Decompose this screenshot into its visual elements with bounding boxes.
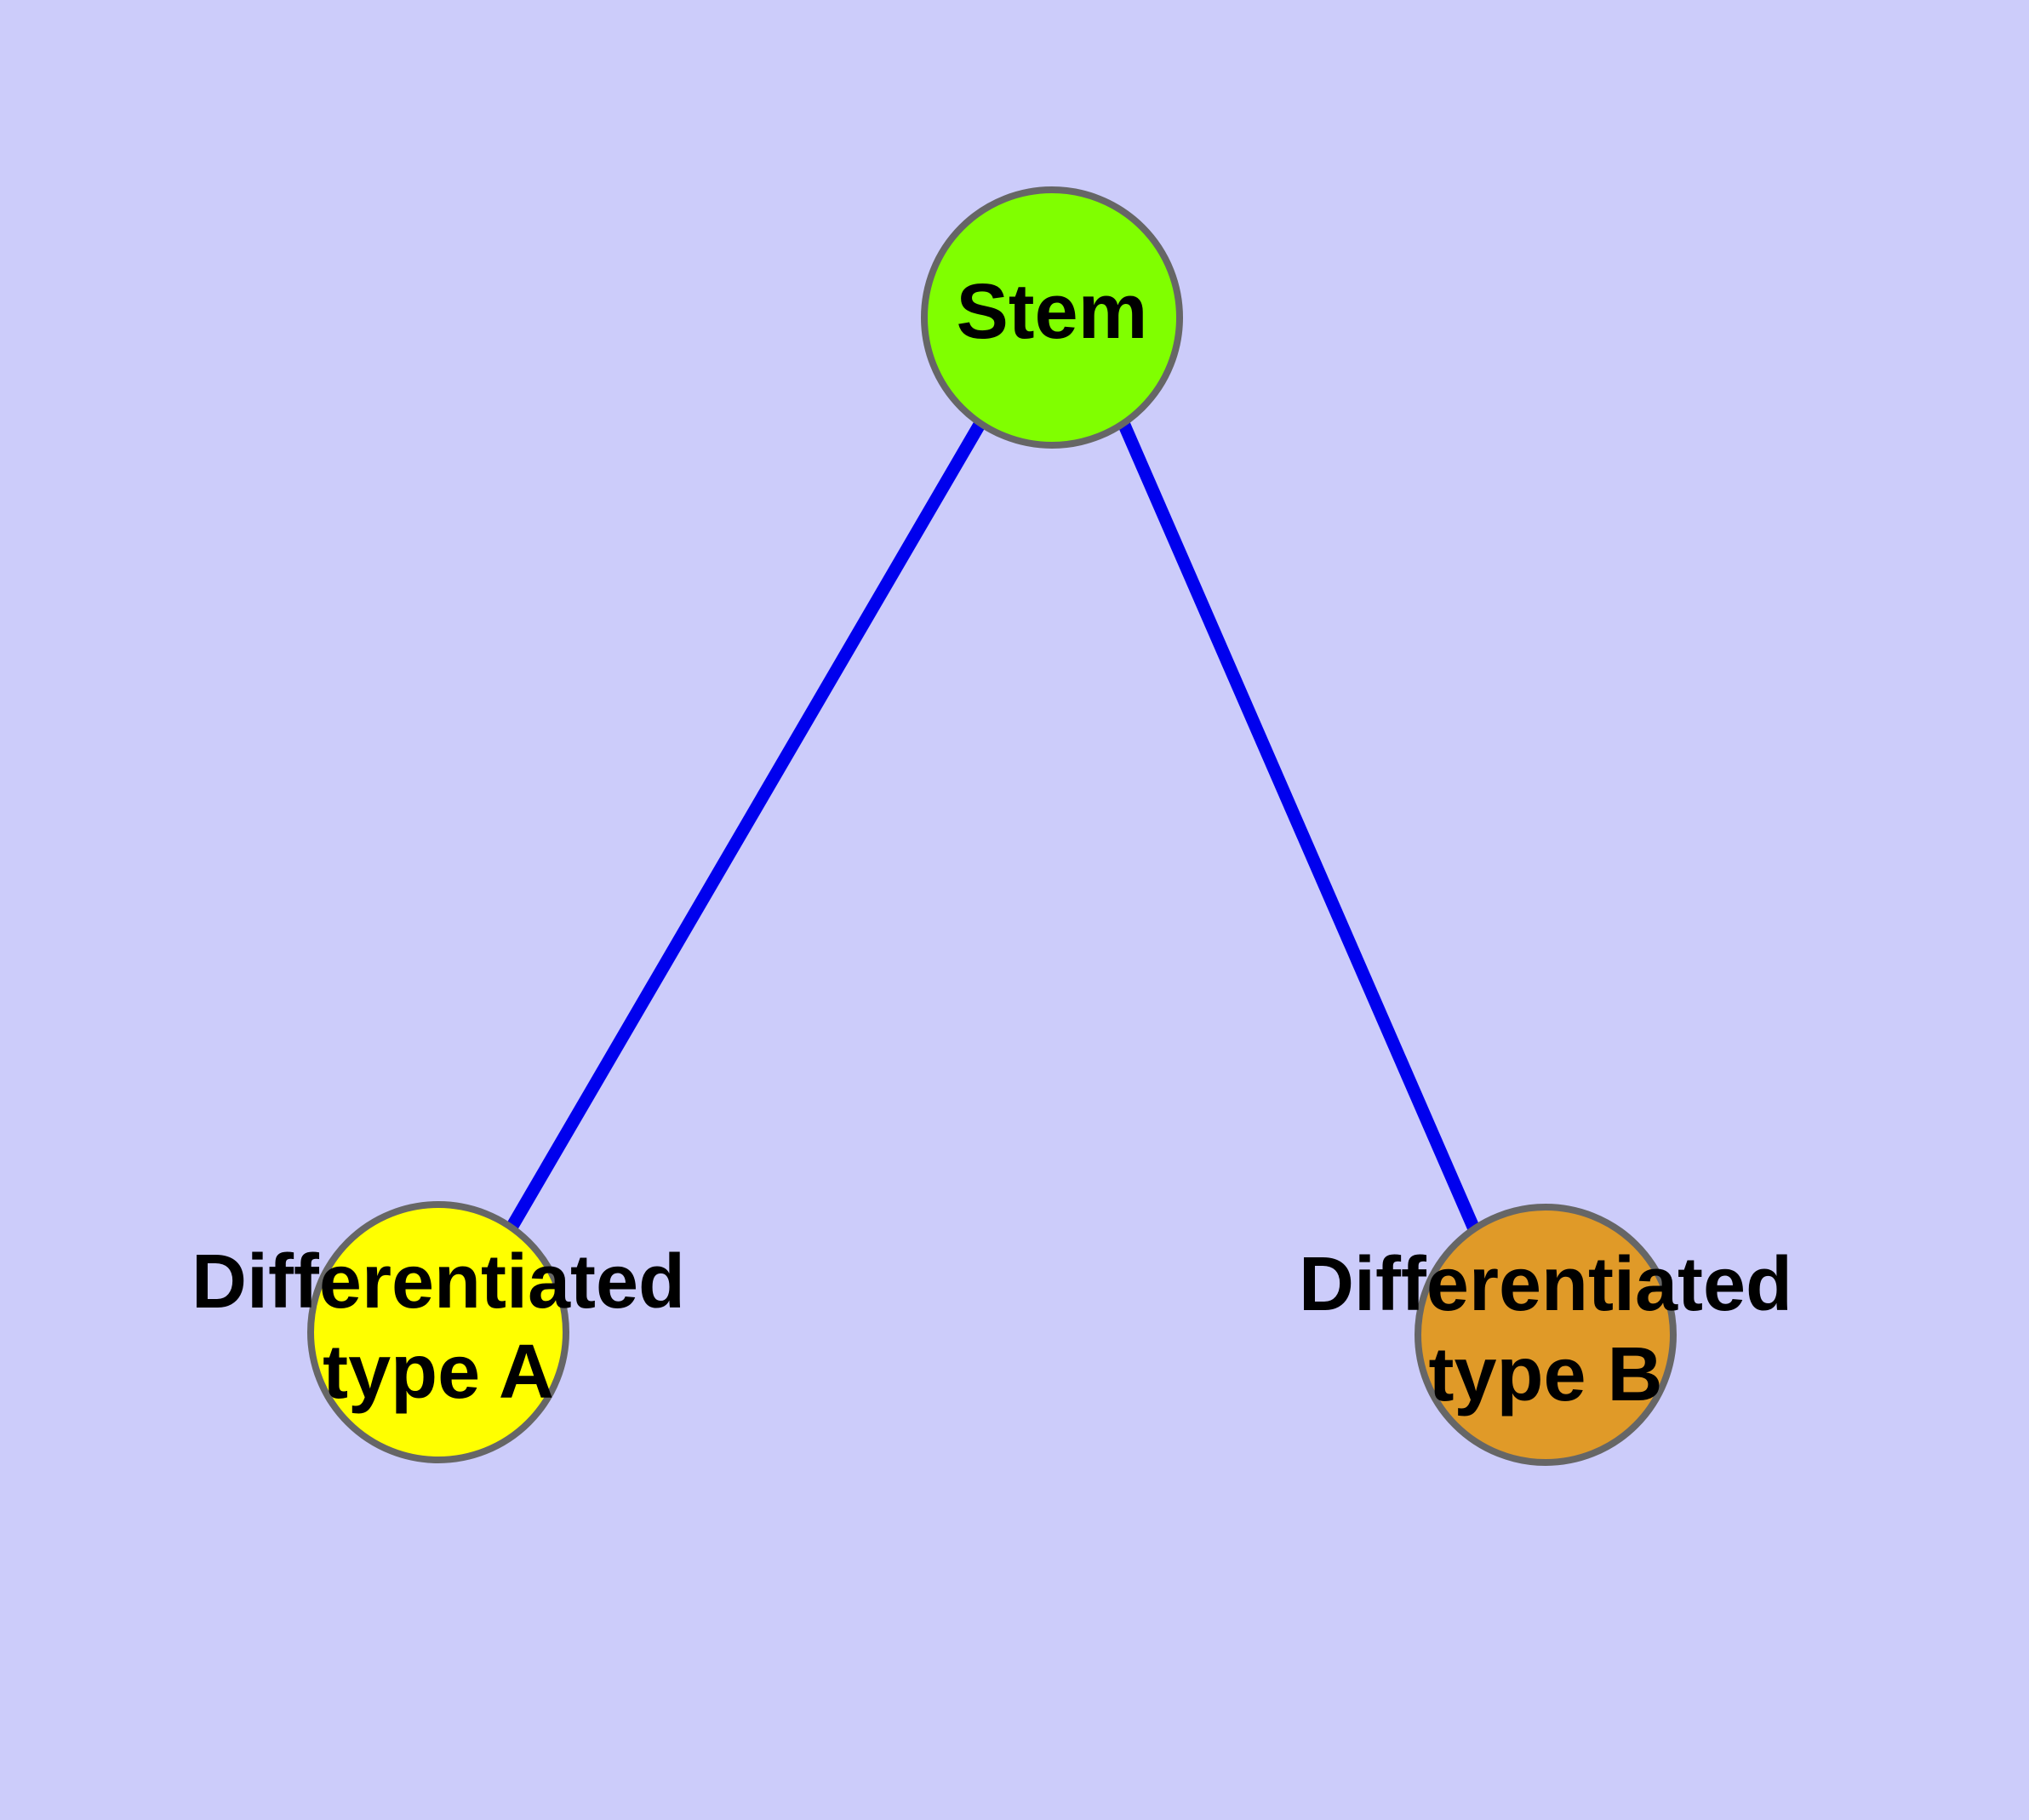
node-stem-circle[interactable]: [921, 186, 1183, 449]
node-stem[interactable]: [921, 186, 1183, 449]
node-differentiated-type-b-circle[interactable]: [1415, 1204, 1677, 1466]
node-differentiated-type-a-circle[interactable]: [307, 1201, 569, 1463]
label-line: Differentiated: [191, 1239, 685, 1325]
node-differentiated-type-b[interactable]: [1415, 1204, 1677, 1466]
node-stem-label: Stem: [957, 268, 1148, 355]
label-line: type A: [323, 1330, 554, 1415]
label-line: Stem: [957, 268, 1148, 355]
node-differentiated-type-a[interactable]: [307, 1201, 569, 1463]
edge-stem-to-differentiated-type-b[interactable]: [1117, 421, 1481, 1233]
edges-layer: [506, 420, 1481, 1233]
label-line: Differentiated: [1299, 1242, 1792, 1327]
edge-stem-to-differentiated-type-a[interactable]: [506, 420, 986, 1231]
nodes-layer: [307, 186, 1677, 1466]
label-line: type B: [1428, 1332, 1662, 1417]
